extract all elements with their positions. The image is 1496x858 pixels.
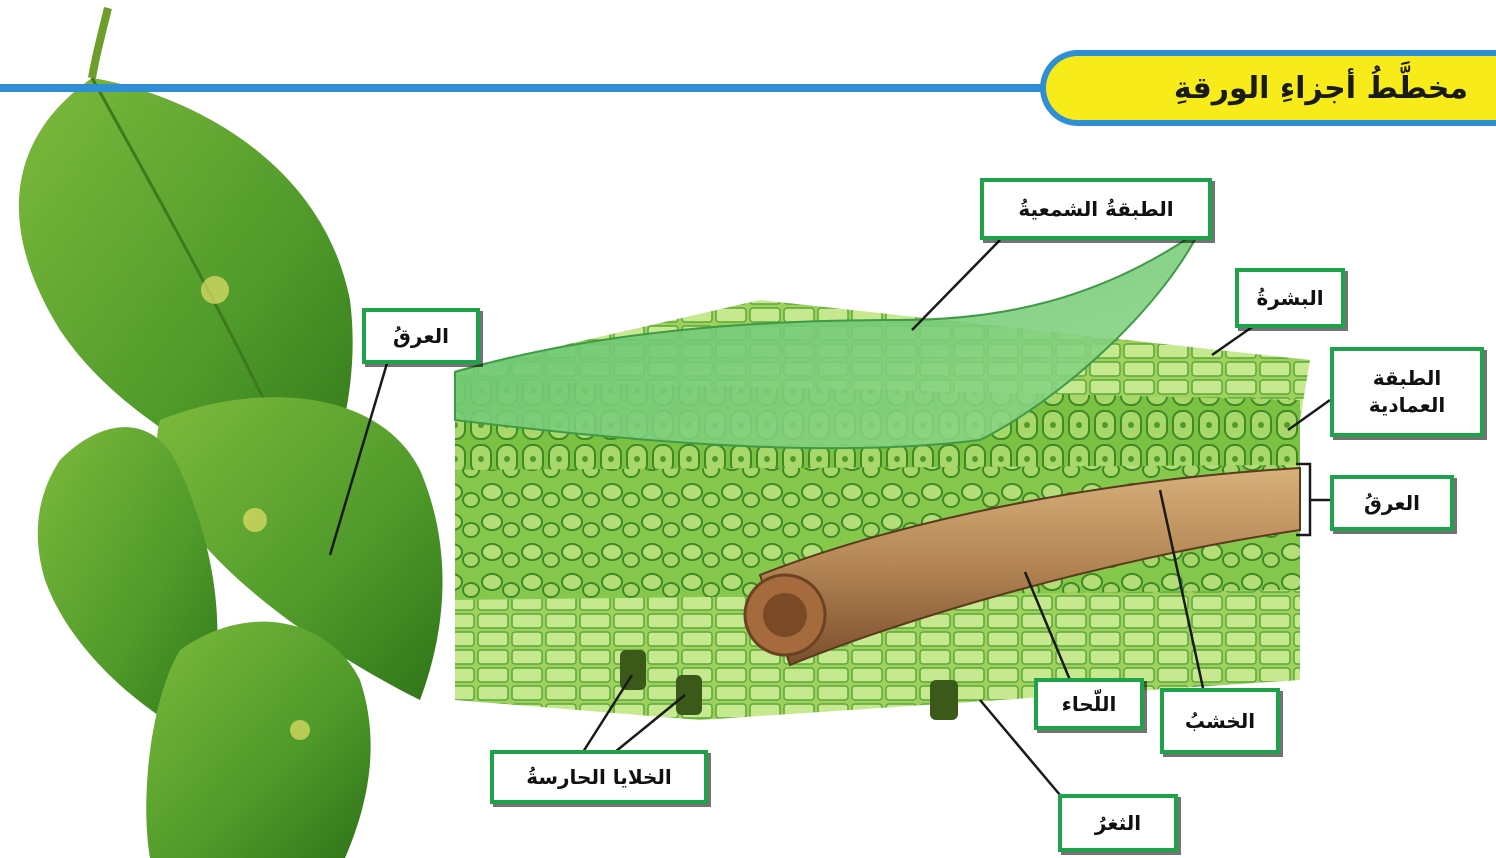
label-vein-right: العرقُ (1330, 475, 1454, 531)
label-palisade-layer: الطبقة العمادية (1330, 347, 1484, 437)
leaf-cross-section (455, 230, 1310, 720)
label-xylem: الخشبُ (1160, 688, 1280, 754)
label-vein-left: العرقُ (362, 308, 480, 364)
label-stoma: الثغرُ (1058, 794, 1178, 852)
label-wax-layer: الطبقةُ الشمعيةُ (980, 178, 1212, 240)
label-guard-cells: الخلايا الحارسةُ (490, 750, 708, 804)
title-banner: مخطَّطُ أجزاءِ الورقةِ (1040, 50, 1496, 126)
page-title: مخطَّطُ أجزاءِ الورقةِ (1174, 71, 1468, 106)
pothos-leaves (19, 8, 443, 858)
label-phloem: اللّحاء (1034, 678, 1144, 730)
label-epidermis: البشرةُ (1235, 268, 1345, 328)
header-rule (0, 84, 1060, 92)
